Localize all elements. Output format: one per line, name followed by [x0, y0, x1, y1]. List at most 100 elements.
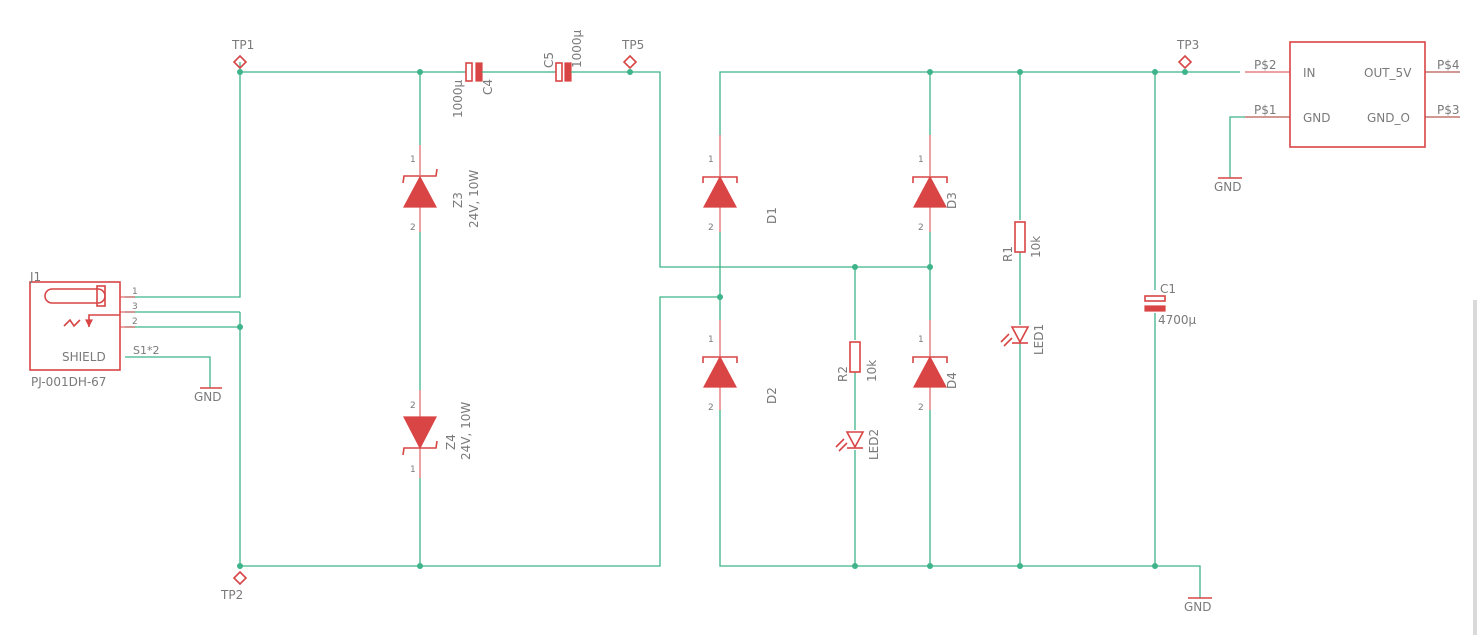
- schematic-label: 1000µ: [570, 29, 584, 68]
- schematic-label: D3: [945, 192, 959, 209]
- testpoint-icon: [232, 570, 248, 586]
- gnd-symbol-reg: GND: [1214, 177, 1242, 194]
- schematic-label: 24V, 10W: [459, 402, 473, 460]
- junction: [417, 69, 423, 75]
- diode-icon: [703, 355, 737, 388]
- schematic-label: 2: [132, 317, 138, 327]
- zener-icon: [403, 416, 437, 450]
- schematic-label: 4700µ: [1158, 313, 1197, 327]
- jack-spring-icon: [63, 318, 81, 328]
- junction: [237, 563, 243, 569]
- schematic-label: R2: [836, 366, 850, 382]
- schematic-label: R1: [1001, 246, 1015, 262]
- junction: [1182, 69, 1188, 75]
- schematic-label: 2: [708, 403, 714, 413]
- gnd-symbol-j1: GND: [194, 387, 222, 404]
- junction: [1152, 69, 1158, 75]
- schematic-label: D2: [765, 387, 779, 404]
- schematic-label: C5: [542, 52, 556, 68]
- schematic-label: S1*2: [133, 344, 159, 357]
- schematic-label: D4: [945, 372, 959, 389]
- schematic-label: 1: [410, 155, 416, 165]
- diode-d3[interactable]: 1 2 D3: [912, 135, 959, 233]
- testpoint-icon: [232, 54, 248, 70]
- junction: [237, 324, 243, 330]
- jack-pin-icon: [96, 285, 106, 307]
- junction: [1017, 69, 1023, 75]
- junction: [927, 264, 933, 270]
- schematic-label: P$2: [1254, 58, 1277, 72]
- resistor-icon: [1014, 221, 1026, 253]
- led-led1[interactable]: LED1: [1000, 324, 1046, 355]
- schematic-label: 1: [708, 155, 714, 165]
- schematic-label: 1: [410, 465, 416, 475]
- junctions: [237, 69, 1188, 569]
- schematic-label: 1: [708, 335, 714, 345]
- schematic-label: 10k: [1029, 236, 1043, 258]
- testpoint-tp5[interactable]: TP5: [621, 38, 644, 70]
- schematic-label: 1: [918, 335, 924, 345]
- diode-d2[interactable]: 1 2 D2: [702, 320, 779, 413]
- regulator-module[interactable]: IN GND OUT_5V GND_O P$2 P$1 P$4 P$3: [1245, 41, 1460, 148]
- led-icon: [1010, 326, 1030, 344]
- junction: [927, 69, 933, 75]
- jack-barrel-icon: [44, 288, 106, 304]
- zener-z4[interactable]: 2 1 Z4 24V, 10W: [402, 390, 473, 478]
- testpoint-tp1[interactable]: TP1: [231, 38, 254, 70]
- schematic-label: 24V, 10W: [467, 170, 481, 228]
- schematic-label: 1000µ: [451, 79, 465, 118]
- schematic-label: TP1: [231, 38, 254, 52]
- zener-icon: [403, 175, 437, 208]
- schematic-label: P$1: [1254, 103, 1277, 117]
- testpoint-tp3[interactable]: TP3: [1176, 38, 1199, 70]
- resistor-icon: [849, 341, 861, 373]
- junction: [852, 563, 858, 569]
- capacitor-c1[interactable]: C1 4700µ: [1144, 282, 1197, 327]
- vertical-scrollbar[interactable]: [1473, 300, 1477, 635]
- schematic-label: PJ-001DH-67: [31, 375, 106, 389]
- diode-d4[interactable]: 1 2 D4: [912, 320, 959, 413]
- junction: [927, 563, 933, 569]
- schematic-label: GND: [1184, 600, 1212, 614]
- wires: [125, 62, 1460, 598]
- testpoint-tp2[interactable]: TP2: [220, 570, 248, 602]
- light-ray-icon: [1000, 333, 1010, 343]
- diode-d1[interactable]: 1 2 D1: [702, 135, 779, 233]
- capacitor-icon: [1144, 295, 1166, 302]
- schematic-label: TP2: [220, 588, 243, 602]
- junction: [1152, 563, 1158, 569]
- schematic-label: TP3: [1176, 38, 1199, 52]
- schematic-label: P$4: [1437, 58, 1460, 72]
- schematic-label: 2: [708, 223, 714, 233]
- capacitor-icon: [465, 62, 473, 82]
- schematic-label: P$3: [1437, 103, 1460, 117]
- schematic-label: GND: [194, 390, 222, 404]
- diode-icon: [913, 355, 947, 388]
- schematic-label: TP5: [621, 38, 644, 52]
- zener-z3[interactable]: 1 2 Z3 24V, 10W: [402, 145, 481, 233]
- junction: [717, 294, 723, 300]
- capacitor-c5[interactable]: C5 1000µ: [542, 29, 584, 82]
- schematic-label: GND_O: [1367, 111, 1410, 125]
- schematic-label: C1: [1160, 282, 1176, 296]
- schematic-label: Z4: [444, 434, 458, 450]
- light-ray-icon: [835, 438, 845, 448]
- jack-j1[interactable]: J1 SHIELD 1 3 2 S1*2 PJ-001DH-67: [29, 270, 159, 389]
- resistor-r2[interactable]: R2 10k: [836, 341, 879, 382]
- schematic-label: GND: [1303, 111, 1331, 125]
- led-icon: [845, 431, 865, 449]
- schematic-label: OUT_5V: [1364, 66, 1412, 80]
- diode-icon: [913, 175, 947, 208]
- testpoint-icon: [1177, 54, 1193, 70]
- schematic-label: 1: [918, 155, 924, 165]
- capacitor-c4[interactable]: 1000µ C4: [451, 62, 495, 118]
- schematic-label: 2: [410, 401, 416, 411]
- schematic-label: 2: [918, 403, 924, 413]
- schematic-label: IN: [1303, 66, 1316, 80]
- schematic-label: 2: [410, 223, 416, 233]
- led-led2[interactable]: LED2: [835, 429, 881, 460]
- resistor-r1[interactable]: R1 10k: [1001, 221, 1043, 262]
- schematic-label: 1: [132, 287, 138, 297]
- schematic-label: 10k: [865, 360, 879, 382]
